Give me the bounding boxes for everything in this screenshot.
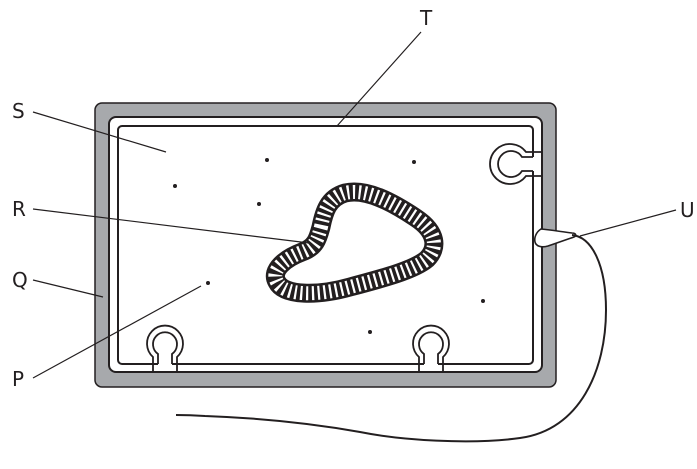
leader-line-u	[580, 210, 676, 236]
dot	[481, 299, 485, 303]
dot	[412, 160, 416, 164]
label-p: P	[12, 367, 24, 391]
label-u: U	[680, 198, 695, 222]
dot	[265, 158, 269, 162]
label-s: S	[12, 99, 25, 123]
leader-line-q	[33, 280, 103, 297]
label-r: R	[12, 197, 26, 221]
dot	[173, 184, 177, 188]
tube-end	[535, 229, 576, 247]
dot	[206, 281, 210, 285]
dot	[257, 202, 261, 206]
label-q: Q	[12, 268, 28, 292]
label-t: T	[419, 6, 433, 30]
dot	[368, 330, 372, 334]
